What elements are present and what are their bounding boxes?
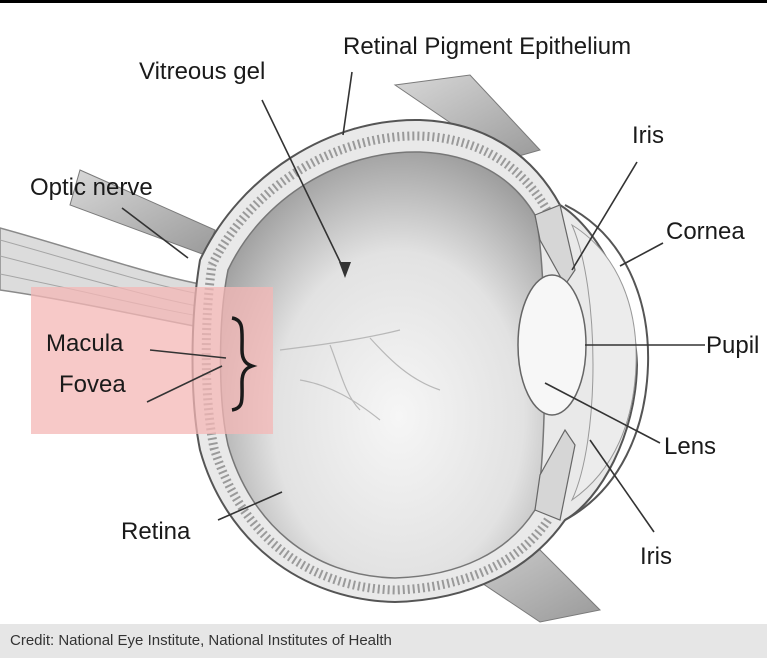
eye-anatomy-diagram: Retinal Pigment Epithelium Vitreous gel … bbox=[0, 0, 767, 624]
top-border bbox=[0, 0, 767, 3]
label-retina: Retina bbox=[121, 518, 191, 545]
label-macula: Macula bbox=[46, 330, 124, 357]
macula-highlight-box bbox=[31, 287, 273, 434]
label-optic-nerve: Optic nerve bbox=[30, 174, 153, 201]
label-iris-bottom: Iris bbox=[640, 543, 672, 570]
credit-line: Credit: National Eye Institute, National… bbox=[0, 624, 767, 658]
label-vitreous-gel: Vitreous gel bbox=[139, 58, 265, 85]
label-lens: Lens bbox=[664, 433, 716, 460]
leader-cornea bbox=[620, 243, 663, 266]
label-retinal-pigment-epithelium: Retinal Pigment Epithelium bbox=[343, 33, 631, 60]
label-iris-top: Iris bbox=[632, 122, 664, 149]
leader-rpe bbox=[343, 72, 352, 135]
label-pupil: Pupil bbox=[706, 332, 759, 359]
label-fovea: Fovea bbox=[59, 371, 126, 398]
label-cornea: Cornea bbox=[666, 218, 745, 245]
lens-shape bbox=[518, 275, 586, 415]
